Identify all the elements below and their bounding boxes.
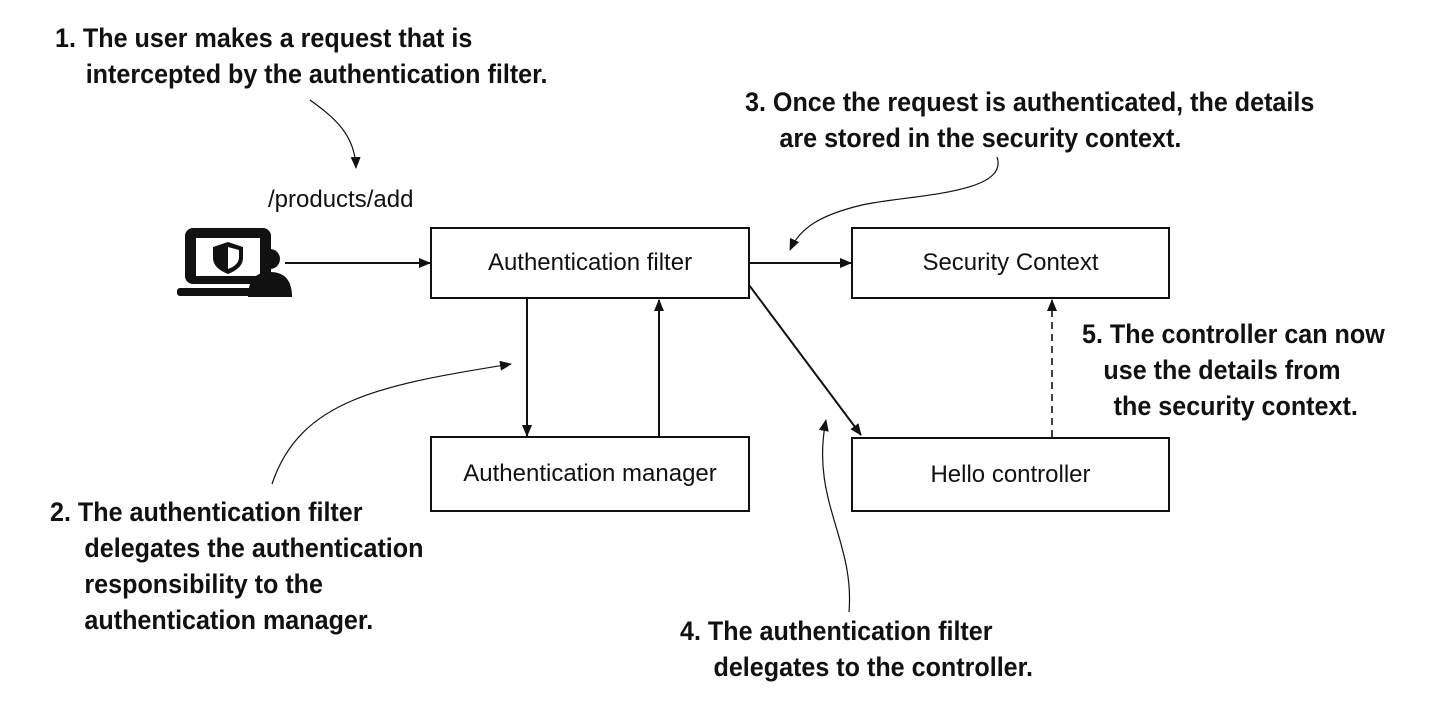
step-4-annotation: 4. The authentication filter delegates t… — [680, 613, 1033, 685]
step-3-line-2: are stored in the security context. — [779, 123, 1182, 153]
security-context-box: Security Context — [851, 227, 1170, 299]
step-1-line-1: 1. The user makes a request that is — [55, 23, 473, 53]
callout-curve-step-4 — [818, 419, 851, 613]
step-5-line-2: use the details from — [1103, 355, 1341, 385]
step-2-annotation: 2. The authentication filter delegates t… — [50, 494, 423, 638]
authentication-manager-label: Authentication manager — [463, 460, 717, 487]
step-1-annotation: 1. The user makes a request that is inte… — [55, 20, 548, 92]
step-2-line-1: 2. The authentication filter — [50, 497, 363, 527]
step-2-line-3: responsibility to the — [84, 569, 323, 599]
step-3-line-1: 3. Once the request is authenticated, th… — [745, 87, 1315, 117]
authentication-filter-label: Authentication filter — [487, 249, 693, 276]
security-context-label: Security Context — [922, 249, 1099, 276]
request-path-label: /products/add — [268, 186, 414, 213]
step-1-line-2: intercepted by the authentication filter… — [85, 59, 548, 89]
callout-curve-step-2 — [271, 360, 512, 485]
step-2-line-2: delegates the authentication — [84, 533, 424, 563]
step-5-line-1: 5. The controller can now — [1082, 319, 1385, 349]
arrow-filter-to-controller — [748, 284, 862, 436]
step-4-line-1: 4. The authentication filter — [680, 616, 993, 646]
user-with-laptop-shield-icon — [177, 228, 292, 297]
step-4-line-2: delegates to the controller. — [713, 652, 1034, 682]
step-3-annotation: 3. Once the request is authenticated, th… — [745, 84, 1314, 156]
authentication-filter-box: Authentication filter — [430, 227, 750, 299]
step-5-line-3: the security context. — [1113, 391, 1358, 421]
step-5-annotation: 5. The controller can now use the detail… — [1082, 316, 1385, 424]
authentication-manager-box: Authentication manager — [430, 436, 750, 512]
hello-controller-label: Hello controller — [930, 460, 1091, 488]
step-2-line-4: authentication manager. — [84, 605, 374, 635]
callout-curve-step-3 — [789, 156, 999, 251]
hello-controller-box: Hello controller — [851, 437, 1170, 512]
callout-curve-step-1 — [309, 99, 361, 169]
